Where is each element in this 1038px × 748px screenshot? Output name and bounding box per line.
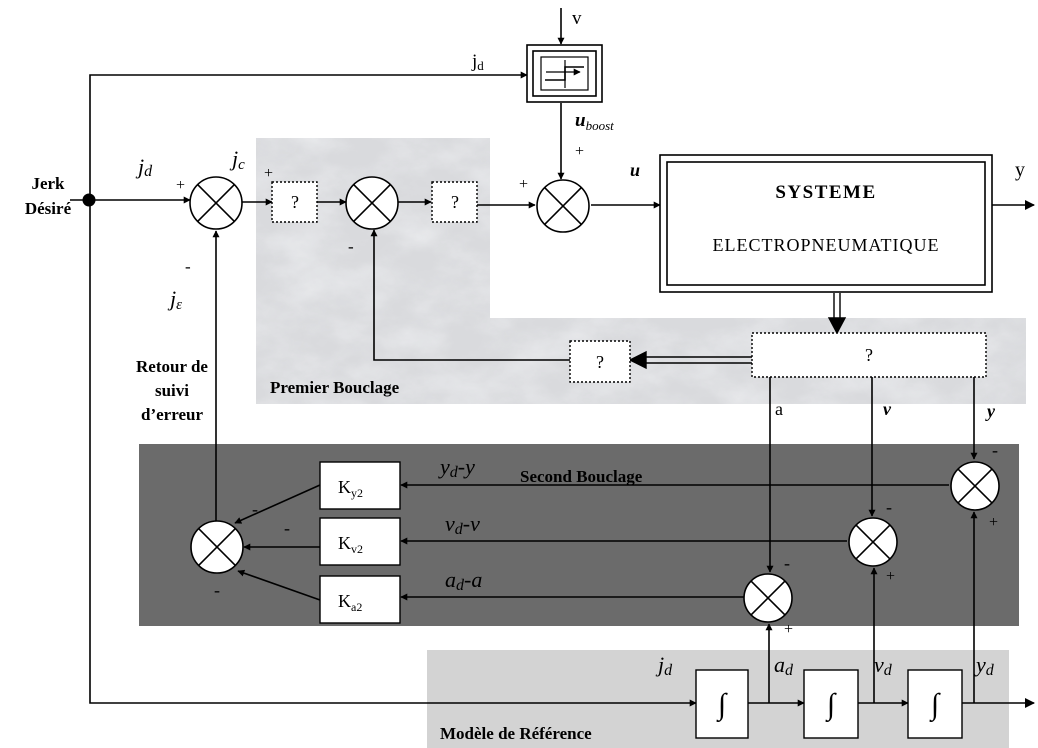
integrator-symbol-1: ∫ (716, 688, 728, 723)
u-label: u (630, 160, 640, 180)
cmp-v-plus: + (886, 568, 895, 585)
jerk-label-line1: Jerk (31, 174, 65, 193)
unknown-block-2 (431, 181, 478, 223)
labels: Jerk Désiré v jd uboost + jd + jc + - jε… (25, 8, 1025, 743)
integrator-3 (907, 669, 963, 739)
gain-block-ka2 (319, 575, 401, 624)
unknown-block-1 (271, 181, 318, 223)
cmp-a-plus: + (784, 621, 793, 638)
sum-inner-loop (345, 176, 399, 230)
y-label: y (985, 401, 996, 421)
ad-minus-a-label: ad-a (445, 567, 482, 594)
unknown-mark-sensor: ? (865, 345, 873, 365)
jc-label: jc (229, 146, 245, 173)
system-title-line1: SYSTEME (775, 182, 876, 203)
integrator-symbol-2: ∫ (825, 688, 837, 723)
ka2-label: Ka2 (338, 591, 362, 614)
unknown-blocks (271, 181, 987, 383)
ad-ref-label: ad (774, 652, 794, 679)
kv2-label: Kv2 (338, 533, 363, 556)
ky2-label: Ky2 (338, 477, 363, 500)
cmp-y-plus: + (989, 514, 998, 531)
sum1-minus: - (185, 257, 191, 276)
summing-junctions (189, 176, 1000, 623)
unknown-mark-1: ? (291, 192, 299, 212)
gain-block-kv2 (319, 517, 401, 566)
sum1-plus: + (176, 177, 185, 194)
sum-error-tracking (190, 520, 244, 574)
jerk-label-line2: Désiré (25, 199, 72, 218)
boost-switch-block (526, 44, 603, 103)
unknown-mark-feedback: ? (596, 352, 604, 372)
u-boost-label: uboost (575, 110, 614, 133)
gain-block-ky2 (319, 461, 401, 510)
cmp-y-minus: - (992, 440, 998, 460)
retour-line2: suivi (155, 381, 189, 400)
gain-blocks (319, 461, 401, 624)
jd-top-label: jd (471, 51, 484, 73)
sum3-plus: + (519, 176, 528, 193)
junction-dot (82, 193, 96, 207)
system-title-line2: ELECTROPNEUMATIQUE (713, 235, 940, 255)
unknown-block-sensor (751, 332, 987, 378)
jd-ref-label: jd (655, 652, 673, 679)
system-block (659, 154, 993, 293)
second-bouclage-label: Second Bouclage (520, 467, 643, 486)
integrator-1 (695, 669, 749, 739)
signal-lines (70, 8, 1035, 708)
yd-ref-label: yd (974, 652, 995, 679)
cmp-v-minus: - (886, 497, 892, 517)
a-label: a (775, 399, 783, 419)
retour-line1: Retour de (136, 357, 208, 376)
err-sum-minus-3: - (214, 580, 220, 600)
ref-plus: + (264, 165, 273, 182)
u-boost-plus: + (575, 143, 584, 160)
unknown-block-feedback (569, 340, 631, 383)
sum2-minus: - (348, 237, 354, 256)
vd-minus-v-label: vd-v (445, 511, 480, 538)
sum-boost (536, 179, 590, 233)
yd-minus-y-label: yd-y (438, 454, 475, 481)
v-input-label: v (572, 8, 582, 29)
integrator-blocks (695, 669, 963, 739)
retour-line3: d’erreur (141, 405, 203, 424)
integrator-2 (803, 669, 859, 739)
v-label: v (883, 399, 892, 419)
premier-bouclage-label: Premier Bouclage (270, 378, 400, 397)
vd-ref-label: vd (874, 652, 893, 679)
comparator-y (950, 461, 1000, 511)
comparator-v (848, 517, 898, 567)
cmp-a-minus: - (784, 553, 790, 573)
unknown-mark-2: ? (451, 192, 459, 212)
integrator-symbol-3: ∫ (929, 688, 941, 723)
reference-model-label: Modèle de Référence (440, 724, 592, 743)
sum-jerk-error (189, 176, 243, 230)
j-epsilon-label: jε (167, 286, 182, 313)
comparator-a (743, 573, 793, 623)
err-sum-minus-2: - (284, 518, 290, 538)
err-sum-minus-1: - (252, 499, 258, 519)
double-lines (628, 293, 847, 370)
y-output-label: y (1015, 159, 1025, 181)
jd-main-label: jd (135, 154, 153, 180)
